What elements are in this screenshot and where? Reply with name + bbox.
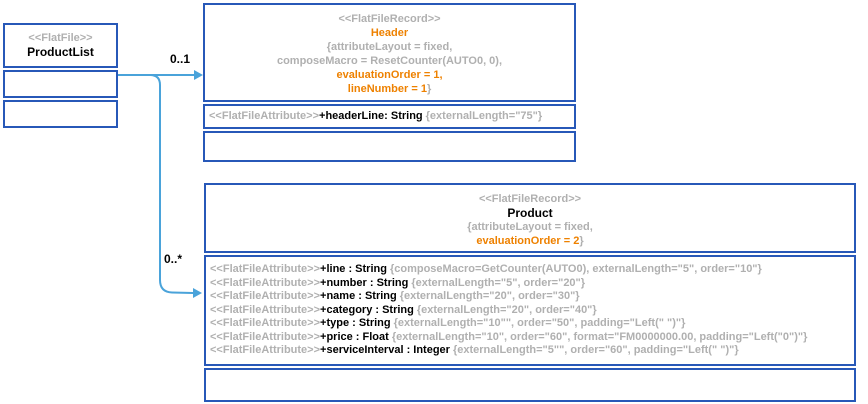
attribute-constraint: {externalLength="10", order="60", format…: [391, 330, 808, 343]
attribute-constraint: {externalLength="5"", order="60", paddin…: [452, 344, 739, 356]
attribute-row-price: <<FlatFileAttribute>>+price : Float{exte…: [210, 331, 854, 345]
attribute-name: +line : String: [320, 263, 387, 275]
class-product-record[interactable]: <<FlatFileRecord>> Product {attributeLay…: [204, 183, 856, 402]
attribute-row-headerLine: <<FlatFileAttribute>>+headerLine: String…: [209, 110, 542, 124]
attribute-stereotype: <<FlatFileAttribute>>: [210, 263, 321, 275]
attribute-name: +number : String: [320, 276, 409, 289]
productlist-attributes-compartment: [3, 70, 118, 98]
header-title-compartment: <<FlatFileRecord>> Header {attributeLayo…: [203, 3, 576, 102]
attribute-name: +category : String: [320, 303, 414, 316]
class-header-record[interactable]: <<FlatFileRecord>> Header {attributeLayo…: [203, 3, 576, 162]
attribute-name: +type : String: [320, 317, 391, 329]
attribute-name: +serviceInterval : Integer: [320, 344, 450, 356]
productlist-name: ProductList: [27, 45, 94, 59]
productlist-stereotype: <<FlatFile>>: [28, 32, 93, 44]
product-constraint-close-brace: }: [579, 235, 584, 247]
edge-productlist-product[interactable]: [149, 74, 202, 298]
attribute-constraint: {externalLength="5", order="20"}: [411, 276, 586, 289]
class-productlist[interactable]: <<FlatFile>> ProductList: [3, 23, 118, 128]
header-name: Header: [370, 27, 409, 39]
product-constraint-line-2: evaluationOrder = 2}: [476, 234, 583, 248]
attribute-row-line: <<FlatFileAttribute>>+line : String{comp…: [210, 263, 854, 277]
productlist-title-compartment: <<FlatFile>> ProductList: [3, 23, 118, 68]
multiplicity-label-header: 0..1: [170, 52, 191, 66]
attribute-row-type: <<FlatFileAttribute>>+type : String{exte…: [210, 317, 854, 331]
attribute-name: +name : String: [320, 290, 397, 302]
attribute-constraint: {externalLength="10"", order="50", paddi…: [393, 317, 686, 329]
attribute-constraint: {externalLength="75"}: [425, 109, 543, 122]
attribute-constraint: {composeMacro=GetCounter(AUTO0), externa…: [389, 263, 762, 275]
header-constraint-line-1: {attributeLayout = fixed,: [326, 41, 453, 53]
attribute-row-serviceInterval: <<FlatFileAttribute>>+serviceInterval : …: [210, 344, 854, 358]
attribute-stereotype: <<FlatFileAttribute>>: [210, 344, 321, 356]
header-constraint-line-2: composeMacro = ResetCounter(AUTO0, 0),: [276, 55, 503, 67]
product-constraint-line-1: {attributeLayout = fixed,: [467, 221, 593, 233]
attribute-row-name: <<FlatFileAttribute>>+name : String{exte…: [210, 290, 854, 304]
attribute-stereotype: <<FlatFileAttribute>>: [210, 330, 321, 343]
product-title-compartment: <<FlatFileRecord>> Product {attributeLay…: [204, 183, 856, 253]
header-constraint-line-3: evaluationOrder = 1,: [336, 69, 443, 81]
attribute-constraint: {externalLength="20", order="30"}: [399, 290, 580, 302]
multiplicity-label-product: 0..*: [164, 252, 183, 266]
product-attributes-compartment: <<FlatFileAttribute>>+line : String{comp…: [204, 255, 856, 366]
attribute-name: +headerLine: String: [319, 109, 423, 122]
productlist-operations-compartment: [3, 100, 118, 128]
attribute-constraint: {externalLength="20", order="40"}: [416, 303, 597, 316]
attribute-stereotype: <<FlatFileAttribute>>: [209, 109, 320, 122]
attribute-stereotype: <<FlatFileAttribute>>: [210, 317, 321, 329]
header-operations-compartment: [203, 131, 576, 162]
header-attributes-compartment: <<FlatFileAttribute>>+headerLine: String…: [203, 104, 576, 129]
attribute-row-number: <<FlatFileAttribute>>+number : String{ex…: [210, 277, 854, 291]
product-stereotype: <<FlatFileRecord>>: [478, 193, 582, 205]
attribute-name: +price : Float: [320, 330, 389, 343]
product-operations-compartment: [204, 368, 856, 402]
attribute-stereotype: <<FlatFileAttribute>>: [210, 290, 321, 302]
attribute-stereotype: <<FlatFileAttribute>>: [210, 303, 321, 316]
attribute-stereotype: <<FlatFileAttribute>>: [210, 276, 321, 289]
header-constraint-line-4-text: lineNumber = 1: [347, 83, 427, 95]
header-constraint-line-4: lineNumber = 1}: [348, 82, 431, 96]
product-name: Product: [507, 206, 553, 220]
product-constraint-line-2-text: evaluationOrder = 2: [476, 235, 580, 247]
header-constraint-close-brace: }: [426, 83, 432, 95]
edge-productlist-header[interactable]: [118, 70, 203, 80]
header-stereotype: <<FlatFileRecord>>: [338, 13, 441, 25]
attribute-row-category: <<FlatFileAttribute>>+category : String{…: [210, 304, 854, 318]
